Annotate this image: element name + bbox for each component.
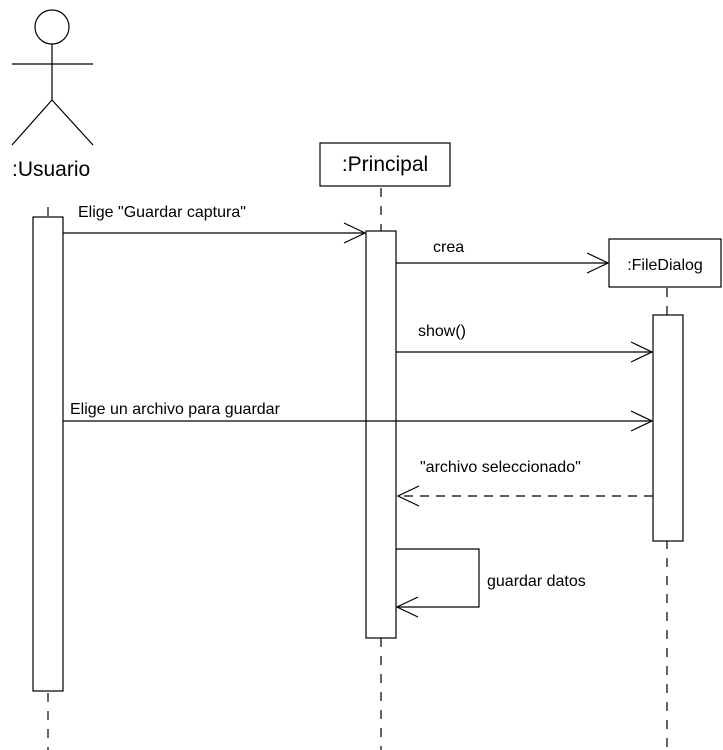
open-arrowhead-icon <box>395 596 419 618</box>
object-name-principal: :Principal <box>342 153 428 176</box>
object-box-filedialog <box>608 238 722 288</box>
message-label: show() <box>418 323 466 340</box>
message-crea: crea <box>396 239 610 274</box>
message-show: show() <box>396 323 654 363</box>
message-label: crea <box>433 239 464 256</box>
open-arrowhead-icon <box>586 252 610 274</box>
object-name-filedialog: :FileDialog <box>627 257 703 274</box>
message-label: Elige un archivo para guardar <box>70 401 281 418</box>
activation-principal <box>365 230 397 639</box>
stick-figure-icon <box>11 9 94 146</box>
message-elige-guardar-captura: Elige "Guardar captura" <box>63 204 367 244</box>
message-archivo-seleccionado: "archivo seleccionado" <box>396 459 653 507</box>
activation-filedialog <box>652 314 684 542</box>
message-elige-archivo: Elige un archivo para guardar <box>63 401 654 432</box>
open-arrowhead-icon <box>396 485 420 507</box>
actor-name-usuario: :Usuario <box>12 158 90 181</box>
message-label: "archivo seleccionado" <box>420 459 581 476</box>
activation-usuario <box>32 216 64 692</box>
object-principal: :Principal <box>319 142 451 187</box>
object-box-principal <box>319 142 451 187</box>
message-guardar-datos: guardar datos <box>395 548 586 618</box>
open-arrowhead-icon <box>630 341 654 363</box>
actor-usuario: :Usuario <box>11 9 94 181</box>
open-arrowhead-icon <box>630 410 654 432</box>
open-arrowhead-icon <box>343 222 367 244</box>
message-label: Elige "Guardar captura" <box>78 204 246 221</box>
message-label: guardar datos <box>487 573 586 590</box>
object-filedialog: :FileDialog <box>608 238 722 288</box>
